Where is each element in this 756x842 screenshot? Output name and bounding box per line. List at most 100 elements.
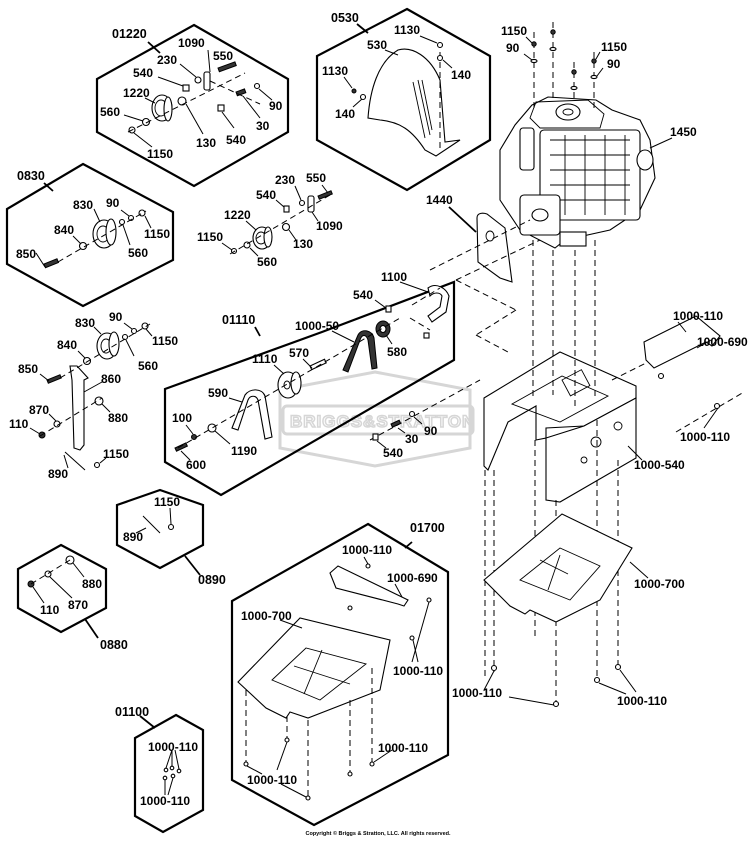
- callout-1130[interactable]: 1130: [322, 64, 348, 78]
- callout-1090[interactable]: 1090: [178, 36, 205, 50]
- callout-1000-110[interactable]: 1000-110: [393, 664, 443, 678]
- callout-840[interactable]: 840: [54, 223, 74, 237]
- engine-1450[interactable]: 1450 1150 90 1150 90: [499, 22, 697, 249]
- callout-1000-700[interactable]: 1000-700: [634, 577, 685, 591]
- callout-870[interactable]: 870: [68, 598, 88, 612]
- callout-90[interactable]: 90: [106, 196, 120, 210]
- callout-560[interactable]: 560: [257, 255, 277, 269]
- callout-110[interactable]: 110: [40, 603, 60, 617]
- callout-540[interactable]: 540: [133, 66, 153, 80]
- callout-1000-110[interactable]: 1000-110: [148, 740, 198, 754]
- callout-1150[interactable]: 1150: [197, 230, 223, 244]
- callout-1450[interactable]: 1450: [670, 125, 697, 139]
- callout-860[interactable]: 860: [101, 372, 121, 386]
- callout-870[interactable]: 870: [29, 403, 49, 417]
- group-label-01220: 01220: [112, 27, 147, 41]
- group-0890[interactable]: 0890 1150 890: [115, 488, 226, 587]
- group-01700[interactable]: 01700 1000-110 1000-690 1000-700 1000-11…: [230, 521, 450, 827]
- callout-550[interactable]: 550: [306, 171, 326, 185]
- callout-1000-110[interactable]: 1000-110: [247, 773, 297, 787]
- group-0530[interactable]: 0530 1130 530 140 1130 140: [315, 7, 492, 192]
- callout-1190[interactable]: 1190: [231, 444, 257, 458]
- callout-840[interactable]: 840: [57, 338, 77, 352]
- callout-1150[interactable]: 1150: [144, 227, 170, 241]
- callout-130[interactable]: 130: [196, 136, 216, 150]
- callout-530[interactable]: 530: [367, 38, 387, 52]
- callout-880[interactable]: 880: [82, 577, 102, 591]
- callout-890[interactable]: 890: [123, 530, 143, 544]
- callout-560[interactable]: 560: [128, 246, 148, 260]
- callout-890[interactable]: 890: [48, 467, 68, 481]
- callout-30[interactable]: 30: [405, 432, 419, 446]
- callout-100[interactable]: 100: [172, 411, 192, 425]
- callout-1150[interactable]: 1150: [501, 24, 527, 38]
- callout-540[interactable]: 540: [256, 188, 276, 202]
- plate-1440[interactable]: 1440: [426, 193, 541, 353]
- callout-1150[interactable]: 1150: [152, 334, 178, 348]
- callout-850[interactable]: 850: [16, 247, 36, 261]
- callout-1000-50[interactable]: 1000-50: [295, 319, 339, 333]
- callout-880[interactable]: 880: [108, 411, 128, 425]
- washer-90: [253, 82, 261, 90]
- callout-90[interactable]: 90: [424, 424, 438, 438]
- callout-230[interactable]: 230: [157, 53, 177, 67]
- callout-90[interactable]: 90: [607, 57, 621, 71]
- callout-1000-110[interactable]: 1000-110: [673, 309, 723, 323]
- group-0830[interactable]: 0830 830 90 840 1150 560 850: [5, 162, 175, 308]
- callout-1220[interactable]: 1220: [123, 86, 150, 100]
- callout-1000-540[interactable]: 1000-540: [634, 458, 685, 472]
- callout-540[interactable]: 540: [353, 288, 373, 302]
- idler-arm-assembly[interactable]: 830 90 1150 840 560 850 860 870 880 110 …: [9, 310, 178, 481]
- group-01110[interactable]: 01110 1100 540 1000-50 580: [163, 270, 456, 497]
- idler-assembly-middle[interactable]: 230 550 540 1220 1090 1150 130 560: [197, 171, 343, 269]
- callout-1150[interactable]: 1150: [147, 147, 173, 161]
- frame-1000-540[interactable]: 1000-110 1000-690 1000-110 1000-540: [483, 240, 748, 708]
- callout-1110[interactable]: 1110: [252, 352, 278, 366]
- callout-580[interactable]: 580: [387, 345, 407, 359]
- screw-1130: [351, 88, 357, 94]
- callout-90[interactable]: 90: [269, 99, 283, 113]
- callout-600[interactable]: 600: [186, 458, 206, 472]
- callout-560[interactable]: 560: [138, 359, 158, 373]
- callout-830[interactable]: 830: [75, 316, 95, 330]
- callout-90[interactable]: 90: [506, 41, 520, 55]
- callout-540[interactable]: 540: [226, 133, 246, 147]
- callout-550[interactable]: 550: [213, 49, 233, 63]
- callout-1000-110[interactable]: 1000-110: [452, 686, 502, 700]
- callout-1130[interactable]: 1130: [394, 23, 420, 37]
- group-01100[interactable]: 01100 1000-110 1000-110: [115, 705, 205, 834]
- callout-1000-690[interactable]: 1000-690: [387, 571, 438, 585]
- callout-1220[interactable]: 1220: [224, 208, 251, 222]
- callout-1000-110[interactable]: 1000-110: [378, 741, 428, 755]
- callout-1150[interactable]: 1150: [601, 40, 627, 54]
- callout-140[interactable]: 140: [451, 68, 471, 82]
- callout-1000-110[interactable]: 1000-110: [140, 794, 190, 808]
- callout-560[interactable]: 560: [100, 105, 120, 119]
- callout-30[interactable]: 30: [256, 119, 270, 133]
- callout-1150[interactable]: 1150: [154, 495, 180, 509]
- group-0880[interactable]: 0880 880 870 110: [16, 543, 128, 652]
- callout-230[interactable]: 230: [275, 173, 295, 187]
- callout-1000-110[interactable]: 1000-110: [342, 543, 392, 557]
- callout-90[interactable]: 90: [109, 310, 123, 324]
- callout-140[interactable]: 140: [335, 107, 355, 121]
- group-01220[interactable]: 01220 1090 230 550 540 1220 560 130: [95, 23, 290, 188]
- spacer-840: [82, 356, 92, 366]
- callout-1000-690[interactable]: 1000-690: [697, 335, 748, 349]
- callout-590[interactable]: 590: [208, 386, 228, 400]
- callout-1090[interactable]: 1090: [316, 219, 343, 233]
- callout-1000-110[interactable]: 1000-110: [680, 430, 730, 444]
- callout-1150[interactable]: 1150: [103, 447, 129, 461]
- fasteners-30-90-540[interactable]: 90 30 540: [369, 379, 481, 460]
- callout-110[interactable]: 110: [9, 417, 29, 431]
- callout-1440[interactable]: 1440: [426, 193, 453, 207]
- bottom-plate-1000-700[interactable]: 1000-700 1000-110 1000-110: [452, 513, 685, 708]
- callout-1000-110[interactable]: 1000-110: [617, 694, 667, 708]
- callout-540[interactable]: 540: [383, 446, 403, 460]
- callout-570[interactable]: 570: [289, 346, 309, 360]
- callout-1000-700[interactable]: 1000-700: [241, 609, 292, 623]
- callout-1100[interactable]: 1100: [381, 270, 407, 284]
- callout-830[interactable]: 830: [73, 198, 93, 212]
- callout-130[interactable]: 130: [293, 237, 313, 251]
- callout-850[interactable]: 850: [18, 362, 38, 376]
